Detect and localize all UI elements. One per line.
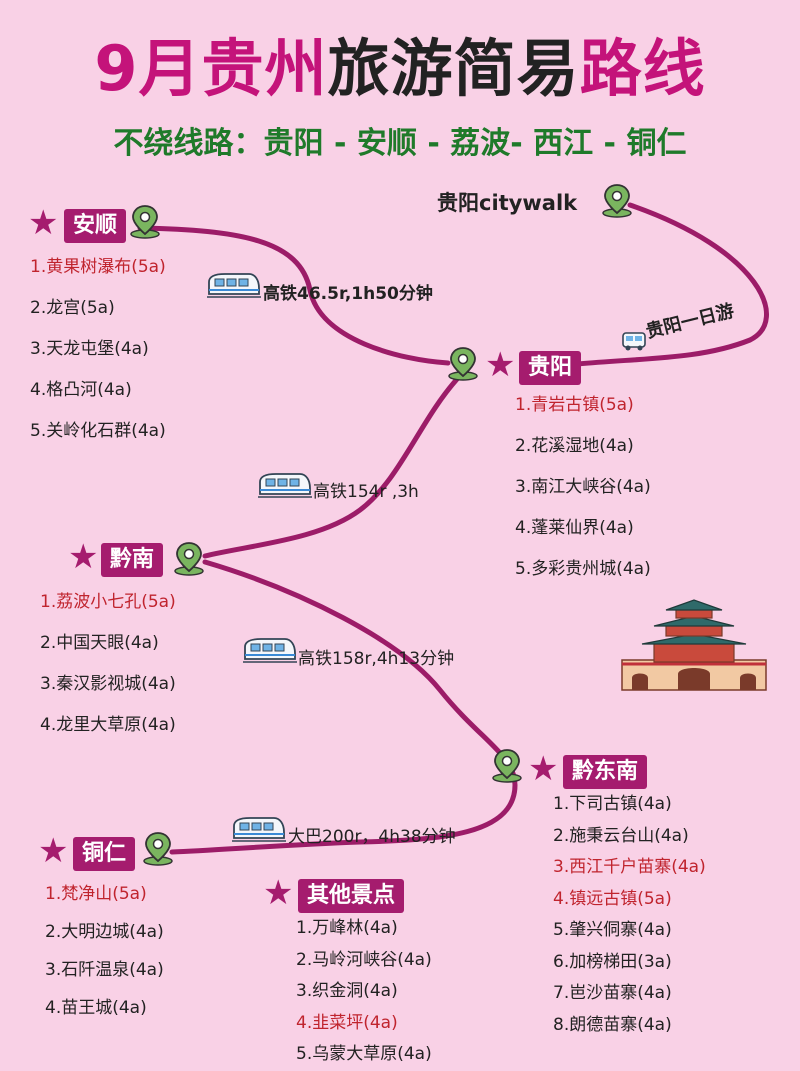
page-title: 9月贵州旅游简易路线 xyxy=(94,32,706,105)
spot-item: 3.天龙屯堡(4a) xyxy=(30,339,149,359)
drum-tower-illustration xyxy=(621,599,767,691)
spot-item: 3.南江大峡谷(4a) xyxy=(515,477,651,497)
train-icon xyxy=(258,473,312,498)
spot-item: 4.格凸河(4a) xyxy=(30,380,132,400)
spot-item: 2.施秉云台山(4a) xyxy=(553,825,689,846)
spot-item: 1.梵净山(5a) xyxy=(45,884,147,904)
route-citywalk-guiyang xyxy=(575,202,769,367)
spot-item: 1.万峰林(4a) xyxy=(296,918,398,938)
location-pin-icon xyxy=(143,832,173,866)
route-subtitle: 不绕线路：贵阳 - 安顺 - 荔波- 西江 - 铜仁 xyxy=(113,126,687,161)
spot-item: 5.乌蒙大草原(4a) xyxy=(296,1044,432,1064)
spot-list-qiandongnan: 1.下司古镇(4a) 2.施秉云台山(4a) 3.西江千户苗寨(4a) 4.镇远古镇(… xyxy=(553,789,706,1041)
bus-icon xyxy=(622,332,646,351)
city-badge-others: 其他景点 xyxy=(298,879,405,913)
leg-to-qiannan: 高铁154r ,3h xyxy=(313,482,419,502)
spot-item: 3.石阡温泉(4a) xyxy=(45,960,164,980)
spot-item: 2.花溪湿地(4a) xyxy=(515,436,634,456)
train-icon xyxy=(243,638,297,663)
spot-item: 6.加榜梯田(3a) xyxy=(553,951,672,972)
route-guiyang-qiannan xyxy=(202,375,461,559)
star-icon: ★ xyxy=(528,749,559,789)
spot-item: 2.中国天眼(4a) xyxy=(40,633,159,653)
spot-item: 5.多彩贵州城(4a) xyxy=(515,559,651,579)
location-pin-icon xyxy=(130,205,160,239)
spot-item: 2.龙宫(5a) xyxy=(30,298,115,318)
spot-item: 4.蓬莱仙界(4a) xyxy=(515,518,634,538)
citywalk-label: 贵阳citywalk xyxy=(437,191,578,215)
spot-list-anshun: 1.黄果树瀑布(5a) 2.龙宫(5a) 3.天龙屯堡(4a) 4.格凸河(4a) 5.… xyxy=(30,247,166,452)
star-icon: ★ xyxy=(68,537,99,577)
spot-item: 1.荔波小七孔(5a) xyxy=(40,592,176,612)
location-pin-icon xyxy=(174,542,204,576)
spot-item: 1.黄果树瀑布(5a) xyxy=(30,257,166,277)
spot-item: 7.岜沙苗寨(4a) xyxy=(553,983,672,1003)
spot-item: 4.镇远古镇(5a) xyxy=(553,888,672,909)
spot-item: 4.韭菜坪(4a) xyxy=(296,1012,398,1033)
city-badge-tongren: 铜仁 xyxy=(73,837,136,871)
city-badge-guiyang: 贵阳 xyxy=(519,351,582,385)
spot-item: 5.肇兴侗寨(4a) xyxy=(553,920,672,940)
route-anshun-guiyang xyxy=(137,225,451,366)
location-pin-icon xyxy=(602,184,632,218)
star-icon: ★ xyxy=(485,345,516,385)
city-badge-qiannan: 黔南 xyxy=(101,543,164,577)
spot-list-guiyang: 1.青岩古镇(5a) 2.花溪湿地(4a) 3.南江大峡谷(4a) 4.蓬莱仙界(4a… xyxy=(515,385,651,590)
spot-list-tongren: 1.梵净山(5a) 2.大明边城(4a) 3.石阡温泉(4a) 4.苗王城(4a) xyxy=(45,875,164,1027)
route-qiannan-qiandongnan xyxy=(169,559,518,855)
city-badge-qiandongnan: 黔东南 xyxy=(563,755,648,789)
star-icon: ★ xyxy=(263,873,294,913)
train-icon xyxy=(232,817,286,842)
spot-item: 3.秦汉影视城(4a) xyxy=(40,674,176,694)
city-badge-anshun: 安顺 xyxy=(64,209,127,243)
spot-list-qiannan: 1.荔波小七孔(5a) 2.中国天眼(4a) 3.秦汉影视城(4a) 4.龙里大草原(… xyxy=(40,582,176,746)
location-pin-icon xyxy=(448,347,478,381)
spot-item: 5.关岭化石群(4a) xyxy=(30,421,166,441)
leg-to-qiandongnan: 高铁158r,4h13分钟 xyxy=(298,649,455,669)
spot-list-others: 1.万峰林(4a) 2.马岭河峡谷(4a) 3.织金洞(4a) 4.韭菜坪(4a) 5.… xyxy=(296,913,432,1071)
spot-item: 1.下司古镇(4a) xyxy=(553,794,672,814)
train-icon xyxy=(207,273,261,298)
spot-item: 8.朗德苗寨(4a) xyxy=(553,1014,672,1035)
leg-to-tongren: 大巴200r，4h38分钟 xyxy=(288,827,456,847)
spot-item: 1.青岩古镇(5a) xyxy=(515,395,634,415)
spot-item: 4.龙里大草原(4a) xyxy=(40,715,176,735)
leg-to-anshun: 高铁46.5r,1h50分钟 xyxy=(263,284,433,304)
spot-item: 3.西江千户苗寨(4a) xyxy=(553,857,706,877)
spot-item: 2.马岭河峡谷(4a) xyxy=(296,949,432,970)
spot-item: 2.大明边城(4a) xyxy=(45,922,164,942)
spot-item: 3.织金洞(4a) xyxy=(296,981,398,1001)
star-icon: ★ xyxy=(38,831,69,871)
spot-item: 4.苗王城(4a) xyxy=(45,998,147,1018)
location-pin-icon xyxy=(492,749,522,783)
star-icon: ★ xyxy=(28,203,59,243)
